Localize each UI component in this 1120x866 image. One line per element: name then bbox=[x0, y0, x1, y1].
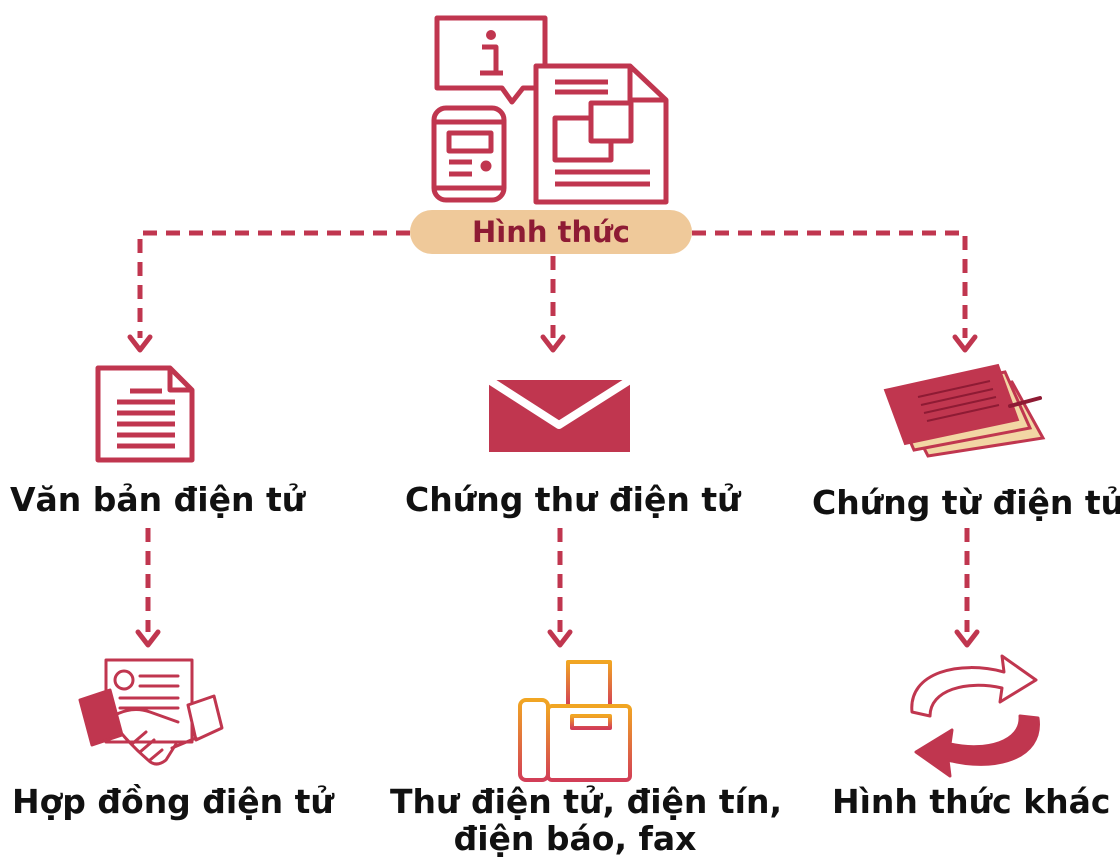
handshake-contract-icon bbox=[78, 658, 224, 766]
fax-machine-icon bbox=[518, 660, 632, 782]
arrowhead-right bbox=[952, 334, 978, 353]
connector-root-left bbox=[137, 230, 410, 338]
arrowhead-left bbox=[127, 334, 153, 353]
arrowhead-left-child bbox=[135, 629, 161, 648]
child-label-hinh-thuc-khac: Hình thức khác bbox=[832, 782, 1111, 821]
text-document-icon bbox=[95, 365, 195, 463]
arrowhead-center bbox=[540, 334, 566, 353]
branch-label-van-ban: Văn bản điện tử bbox=[10, 480, 306, 519]
connector-root-right bbox=[692, 230, 968, 338]
arrowheads bbox=[127, 334, 980, 648]
root-node: Hình thức bbox=[410, 210, 692, 254]
info-document-mobile-icon bbox=[431, 15, 669, 205]
arrowhead-right-child bbox=[954, 629, 980, 648]
branch-label-chung-thu: Chứng thư điện tử bbox=[405, 480, 741, 519]
cycle-arrows-icon bbox=[910, 654, 1040, 778]
connectors bbox=[137, 230, 970, 632]
child-label-thu-dien-tu-line1: Thư điện tử, điện tín, bbox=[390, 782, 782, 821]
child-label-thu-dien-tu-line2: điện báo, fax bbox=[453, 819, 697, 858]
child-label-hop-dong: Hợp đồng điện tử bbox=[12, 782, 334, 821]
envelope-icon bbox=[486, 376, 633, 452]
paper-stack-icon bbox=[883, 363, 1046, 458]
arrowhead-center-child bbox=[547, 629, 573, 648]
root-label: Hình thức bbox=[472, 215, 630, 249]
branch-label-chung-tu: Chứng từ điện tử bbox=[812, 483, 1120, 522]
